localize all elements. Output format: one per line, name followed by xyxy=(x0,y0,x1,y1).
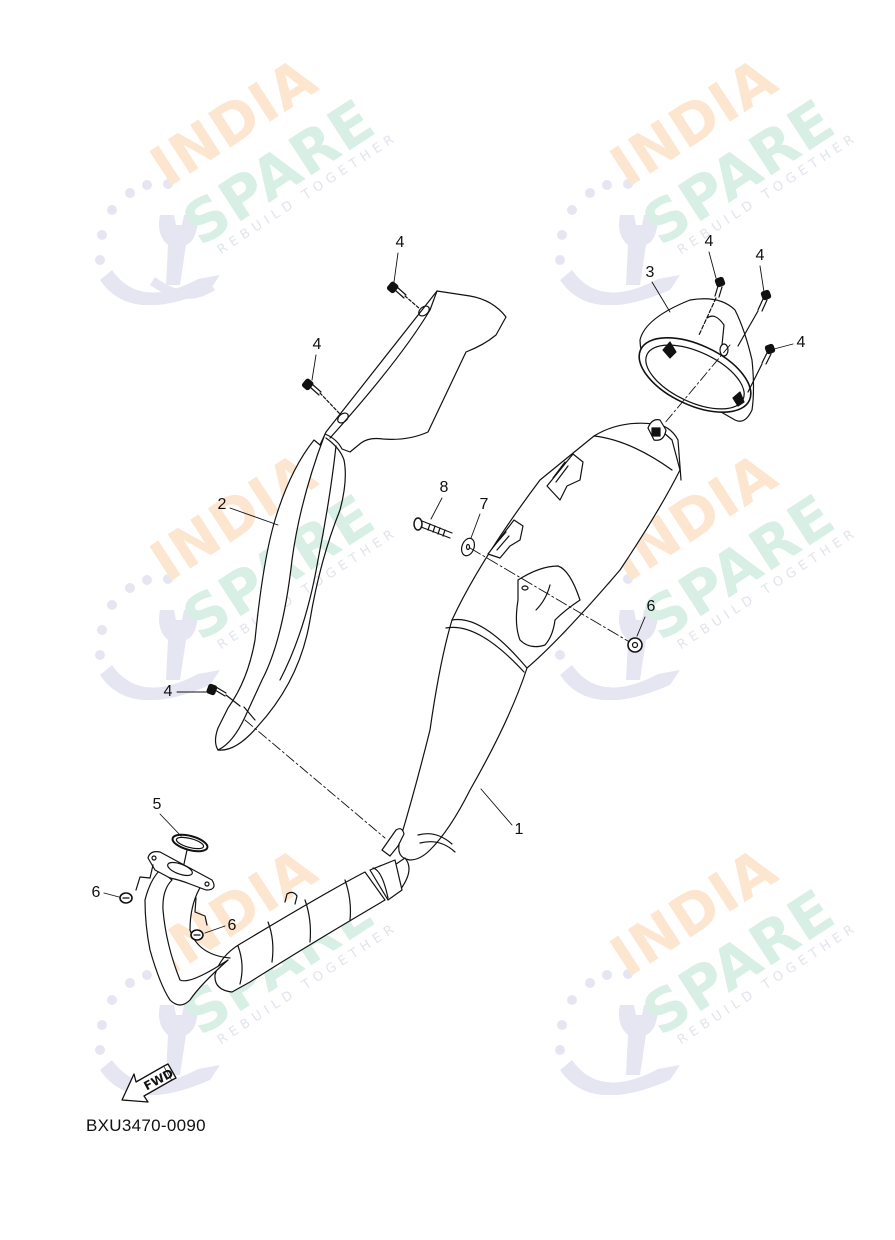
part-5-gasket-shape xyxy=(171,833,209,865)
nut-icon xyxy=(119,864,154,904)
bolt-icon xyxy=(737,289,772,347)
part-3-end-cover-shape xyxy=(638,298,755,422)
callout-6: 6 xyxy=(91,884,101,901)
callout-8: 8 xyxy=(439,479,449,496)
part-1-header-pipe-shape xyxy=(144,851,410,1006)
part-1-muffler-shape xyxy=(381,419,682,861)
callout-1: 1 xyxy=(514,821,524,838)
bolt-icon xyxy=(386,281,421,310)
callout-7: 7 xyxy=(479,496,489,513)
leader-lines xyxy=(103,251,794,934)
part-8-bolt-shape xyxy=(413,517,453,539)
callout-6: 6 xyxy=(646,598,656,615)
callout-4: 4 xyxy=(312,336,322,353)
bolt-icon xyxy=(698,276,726,336)
callout-3: 3 xyxy=(645,264,655,281)
nut-icon xyxy=(190,897,208,941)
callout-4: 4 xyxy=(704,233,714,250)
callout-6: 6 xyxy=(227,917,237,934)
part-7-washer-shape xyxy=(460,537,476,557)
forward-direction-arrow-icon: FWD xyxy=(121,1063,177,1103)
diagram-code: BXU3470-0090 xyxy=(86,1116,206,1135)
callout-4: 4 xyxy=(755,247,765,264)
nut-icon xyxy=(627,637,643,653)
bolt-icon xyxy=(206,683,241,707)
callout-4: 4 xyxy=(395,234,405,251)
part-2-protector-shape xyxy=(214,290,507,751)
bolt-icon xyxy=(301,378,341,415)
callout-4: 4 xyxy=(796,334,806,351)
bolt-icon xyxy=(747,343,776,393)
callout-5: 5 xyxy=(152,796,162,813)
callout-4: 4 xyxy=(163,683,173,700)
callout-2: 2 xyxy=(217,496,227,513)
